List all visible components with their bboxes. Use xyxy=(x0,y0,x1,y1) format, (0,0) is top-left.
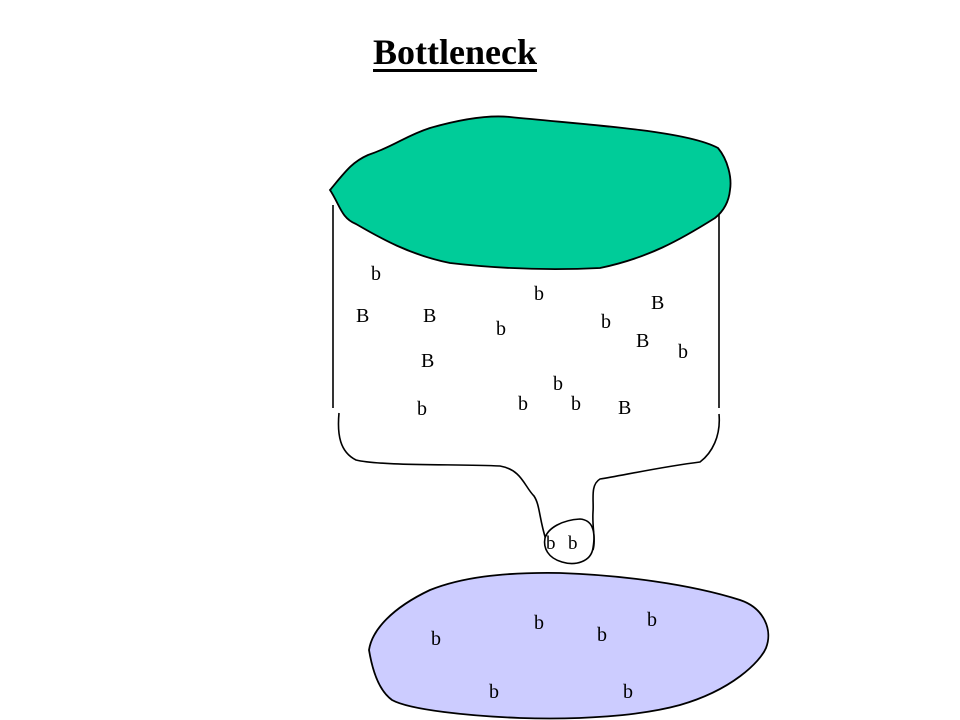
neck-alleles: b b xyxy=(546,533,578,554)
neck-allele: b xyxy=(568,533,578,554)
bottle-allele: b xyxy=(601,311,611,333)
bottle-allele: B xyxy=(636,330,649,352)
founder-allele: b xyxy=(534,612,544,634)
bottle-allele: b xyxy=(678,341,688,363)
bottle-allele: b xyxy=(571,393,581,415)
neck-allele: b xyxy=(546,533,556,554)
source-population-blob xyxy=(328,115,732,271)
bottle-alleles: b b B B B b b B b B b b b b B xyxy=(356,263,688,420)
founder-allele: b xyxy=(623,681,633,703)
bottle-allele: B xyxy=(421,350,434,372)
bottle-allele: B xyxy=(651,292,664,314)
bottle-allele: B xyxy=(618,397,631,419)
bottle-allele: b xyxy=(534,283,544,305)
bottle-left-shoulder xyxy=(337,412,547,541)
bottle-allele: b xyxy=(553,373,563,395)
founder-allele: b xyxy=(597,624,607,646)
bottle-allele: B xyxy=(356,305,369,327)
slide-title: Bottleneck xyxy=(373,32,537,72)
bottle-allele: b xyxy=(518,393,528,415)
bottle-right-shoulder xyxy=(592,413,721,551)
founder-allele: b xyxy=(431,628,441,650)
neck-sample-blob xyxy=(543,518,595,565)
bottle-allele: B xyxy=(423,305,436,327)
bottle-allele: b xyxy=(417,398,427,420)
founder-allele: b xyxy=(647,609,657,631)
founder-population-blob xyxy=(368,571,770,720)
founder-allele: b xyxy=(489,681,499,703)
founder-alleles: b b b b b b xyxy=(431,609,657,703)
bottle-allele: b xyxy=(496,318,506,340)
bottle-allele: b xyxy=(371,263,381,285)
